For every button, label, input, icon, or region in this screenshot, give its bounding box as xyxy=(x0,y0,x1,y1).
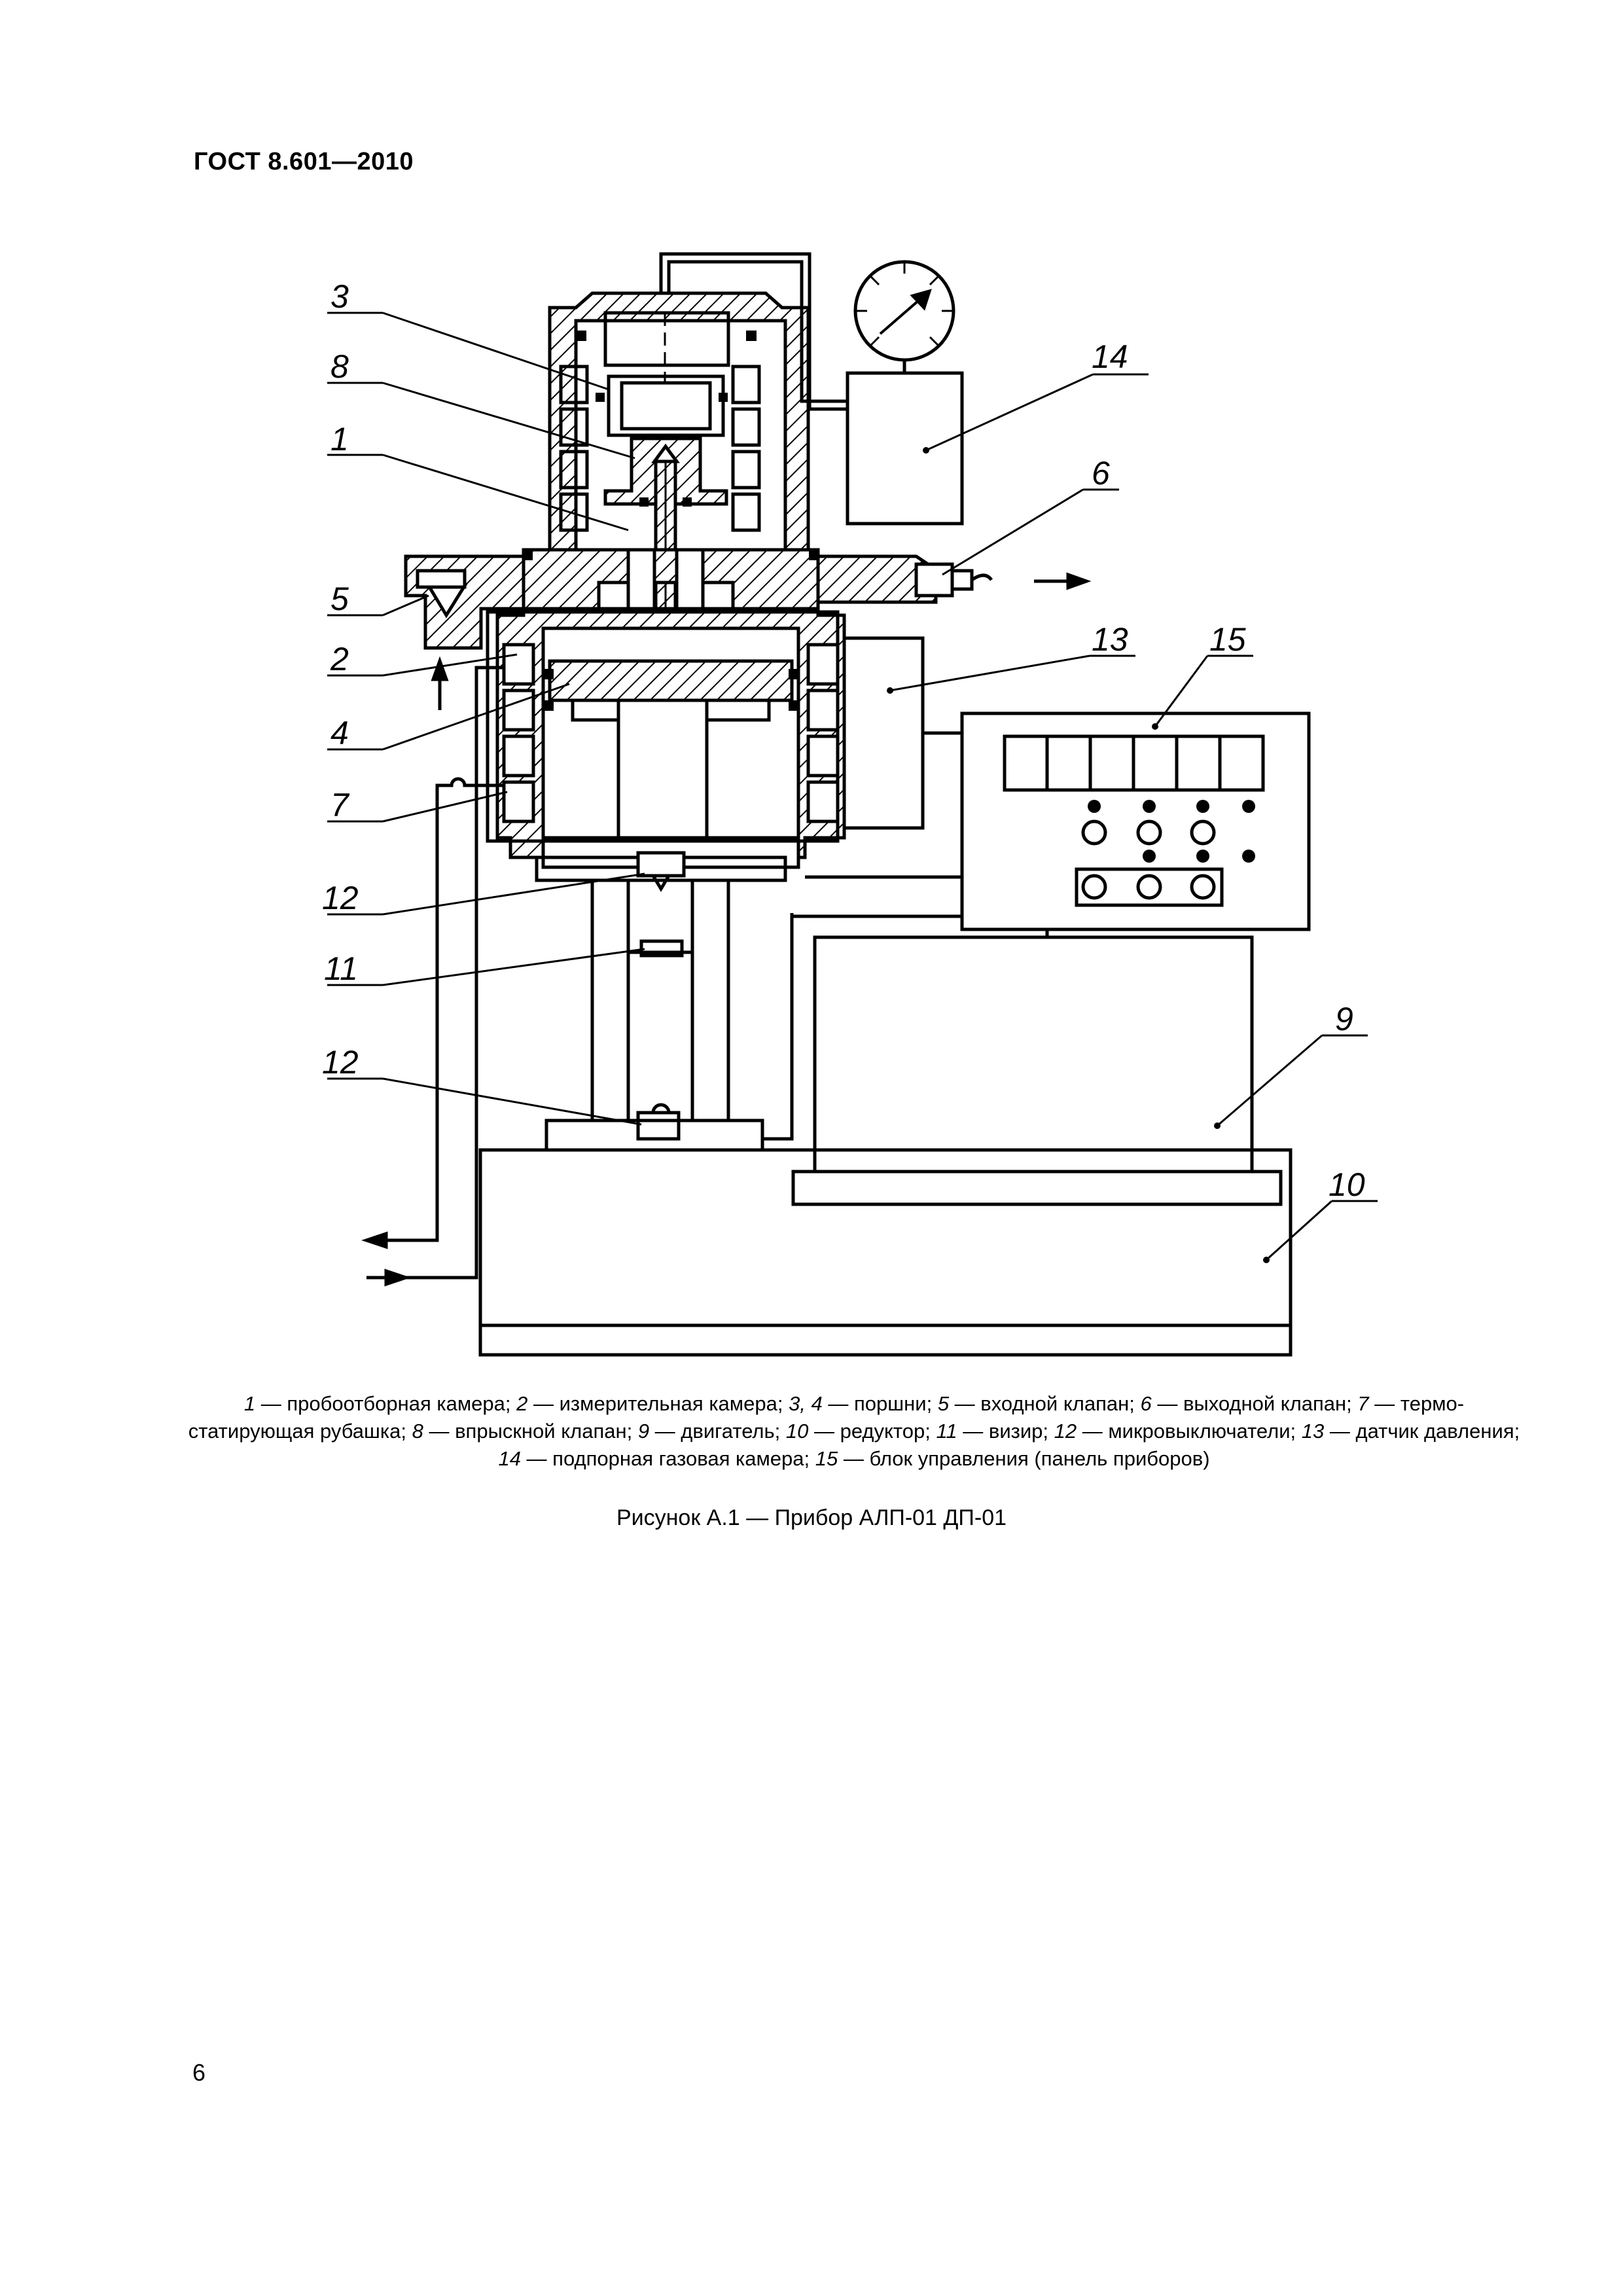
outlet-fitting xyxy=(914,562,954,598)
page-number: 6 xyxy=(192,2059,206,2086)
callout-5: 5 xyxy=(330,581,349,617)
piston-4 xyxy=(548,659,794,702)
callout-4: 4 xyxy=(330,715,349,751)
callout-12-top: 12 xyxy=(322,880,359,916)
control-unit-15 xyxy=(960,711,1311,931)
callout-14: 14 xyxy=(1092,338,1128,375)
callout-3: 3 xyxy=(330,278,349,315)
legend-text: — блок управления (панель приборов) xyxy=(838,1447,1210,1470)
microswitch-bottom xyxy=(636,1111,681,1141)
figure-caption: Рисунок А.1 — Прибор АЛП-01 ДП-01 xyxy=(616,1505,1007,1530)
seals xyxy=(524,331,818,711)
motor-plate xyxy=(791,1170,1283,1206)
legend-number: 2 xyxy=(516,1392,528,1415)
callout-9: 9 xyxy=(1335,1001,1353,1037)
legend-number: 5 xyxy=(937,1392,950,1415)
legend-text: — входной клапан; xyxy=(949,1392,1141,1415)
legend-text: — термо-статирующая рубашка; xyxy=(188,1392,1465,1443)
thermostat-jacket-left xyxy=(502,643,535,823)
legend-text: — пробоотборная камера; xyxy=(255,1392,517,1415)
callout-11: 11 xyxy=(324,950,358,987)
pressure-sensor-13 xyxy=(842,636,925,830)
legend-number: 6 xyxy=(1140,1392,1152,1415)
legend-number: 9 xyxy=(637,1420,650,1443)
gas-chamber-14 xyxy=(846,371,964,526)
motor-9 xyxy=(813,935,1254,1174)
callout-7: 7 xyxy=(330,787,350,823)
legend-number: 10 xyxy=(785,1420,809,1443)
legend-text: — подпорная газовая камера; xyxy=(520,1447,815,1470)
legend-number: 8 xyxy=(412,1420,423,1443)
upper-jacket-right xyxy=(731,365,761,532)
legend-text: — визир; xyxy=(957,1420,1054,1443)
legend-text: — впрыскной клапан; xyxy=(423,1420,638,1443)
figure-legend: 1 — пробоотборная камера; 2 — измеритель… xyxy=(183,1390,1525,1473)
callout-1: 1 xyxy=(330,421,349,457)
legend-text: — двигатель; xyxy=(649,1420,786,1443)
legend-text: — датчик давления; xyxy=(1324,1420,1520,1443)
legend-number: 12 xyxy=(1054,1420,1077,1443)
callout-2: 2 xyxy=(330,641,349,677)
reducer-10 xyxy=(478,1148,1293,1327)
legend-text: — поршни; xyxy=(822,1392,938,1415)
thermostat-jacket-right xyxy=(806,643,840,823)
callout-8: 8 xyxy=(330,348,349,385)
upper-cylinder-cap xyxy=(603,311,730,367)
legend-text: — микровыключатели; xyxy=(1077,1420,1302,1443)
legend-number: 11 xyxy=(936,1420,957,1443)
upper-jacket-left xyxy=(559,365,589,532)
legend-number: 1 xyxy=(243,1392,256,1415)
callout-10: 10 xyxy=(1329,1166,1365,1203)
legend-number: 13 xyxy=(1301,1420,1325,1443)
document-header: ГОСТ 8.601—2010 xyxy=(194,148,414,175)
legend-number: 7 xyxy=(1357,1392,1369,1415)
legend-number: 3, 4 xyxy=(789,1392,823,1415)
callout-6: 6 xyxy=(1092,455,1110,492)
microswitch-top xyxy=(636,851,686,878)
callout-12-bottom: 12 xyxy=(322,1044,359,1081)
device-diagram: 3 8 1 5 2 4 7 12 11 12 14 6 13 15 9 10 xyxy=(322,252,1378,1357)
legend-text: — измерительная камера; xyxy=(527,1392,789,1415)
piston-3 xyxy=(620,381,712,431)
legend-number: 15 xyxy=(815,1447,838,1470)
legend-text: — выходной клапан; xyxy=(1151,1392,1358,1415)
callout-13: 13 xyxy=(1092,621,1128,658)
callout-15: 15 xyxy=(1209,621,1246,658)
legend-number: 14 xyxy=(498,1447,521,1470)
legend-text: — редуктор; xyxy=(808,1420,936,1443)
